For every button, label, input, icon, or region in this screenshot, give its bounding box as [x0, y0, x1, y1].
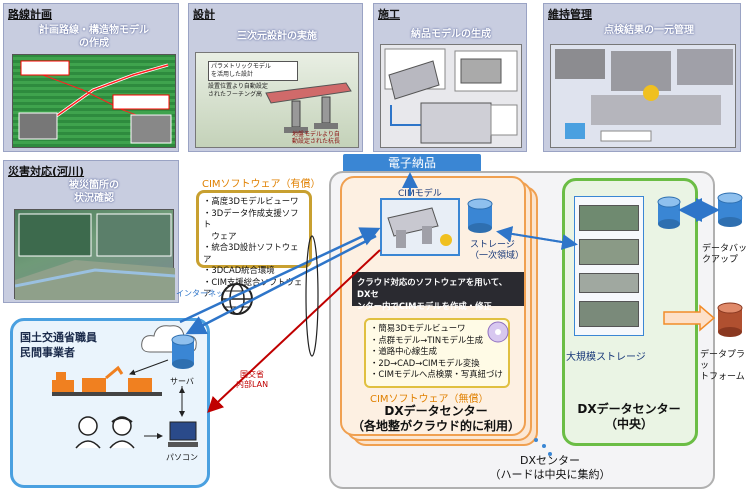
pc-icon: [168, 421, 198, 447]
free-software-list: ・簡易3Dモデルビューワ ・点群モデル→TINモデル生成 ・道路中心線生成 ・2…: [370, 323, 504, 381]
central-storage-icon: [657, 196, 681, 229]
disaster-figure: [14, 209, 175, 300]
software-disc-icon: [487, 321, 509, 343]
cim-model-figure: [380, 198, 460, 256]
free-software-item: ・CIMモデルへ点検票・写真紐づけ: [370, 369, 503, 379]
platform-storage-icon: [717, 302, 743, 337]
cim-model-label: CIMモデル: [398, 189, 442, 199]
server-label: サーバ: [170, 377, 194, 386]
electronic-delivery-button[interactable]: 電子納品: [343, 154, 481, 172]
paid-software-box: ・高度3Dモデルビューワ ・3Dデータ作成支援ソフト ウェア ・統合3D設計ソフ…: [196, 190, 312, 298]
cloud-software-note: クラウド対応のソフトウェアを用いて、DXセンター内でCIMモデルを作成・修正: [352, 272, 524, 311]
panel-subtitle: 被災箇所の状況確認: [69, 180, 119, 204]
panel-title: 災害対応(河川): [8, 165, 85, 178]
panel-title: 施工: [378, 8, 400, 21]
paid-software-item: ウェア: [203, 230, 237, 241]
storage-primary-label: ストレージ（一次領域）: [470, 240, 525, 261]
free-software-item: ・2D→CAD→CIMモデル変換: [370, 357, 480, 368]
free-software-item: ・簡易3Dモデルビューワ: [370, 323, 466, 333]
large-storage-rack: [574, 196, 644, 336]
panel-title: 路線計画: [8, 8, 52, 21]
free-software-title: CIMソフトウェア（無償）: [370, 394, 489, 405]
paid-software-title: CIMソフトウェア（有償）: [202, 179, 321, 190]
regional-dx-center-label: DXデータセンター（各地整がクラウド的に利用）: [351, 404, 520, 433]
panel-title: 設計: [193, 8, 215, 21]
design-note-parametric: パラメトリックモデルを活用した設計: [208, 61, 298, 81]
panel-subtitle: 計画路線・構造物モデルの作成: [39, 25, 149, 49]
design-note-footing: 設置位置より自動設定されたフーチング高: [208, 83, 268, 98]
storage-primary-icon: [467, 198, 493, 233]
paid-software-item: ・統合3D設計ソフトウェア: [203, 242, 299, 264]
panel-disaster: 災害対応(河川) 被災箇所の状況確認: [3, 160, 179, 303]
rack-screen: [579, 205, 639, 231]
backup-storage-icon: [717, 192, 743, 227]
users-label: 国土交通省職員民間事業者: [20, 331, 97, 359]
pc-label: パソコン: [166, 453, 198, 462]
central-dx-center-label: DXデータセンター（中央）: [577, 402, 681, 431]
rack-screen: [579, 301, 639, 327]
maintenance-figure: [550, 44, 736, 148]
lan-label: 国交省内部LAN: [236, 370, 269, 389]
dx-center-label: DXセンター（ハードは中央に集約）: [489, 454, 611, 481]
panel-subtitle: 点検結果の一元管理: [604, 25, 694, 36]
free-software-item: ・点群モデル→TINモデル生成: [370, 334, 483, 345]
paid-software-item: ・3Dデータ作成支援ソフト: [203, 207, 299, 230]
panel-construction: 施工 納品モデルの生成: [373, 3, 527, 152]
panel-maintenance: 維持管理 点検結果の一元管理: [543, 3, 741, 152]
panel-subtitle: 三次元設計の実施: [237, 31, 317, 42]
paid-software-list: ・高度3Dモデルビューワ ・3Dデータ作成支援ソフト ウェア ・統合3D設計ソフ…: [203, 196, 305, 300]
route-map-figure: [12, 54, 176, 148]
free-software-item: ・道路中心線生成: [370, 346, 437, 356]
design-model-figure: パラメトリックモデルを活用した設計 設置位置より自動設定されたフーチング高 地盤…: [195, 52, 359, 148]
backup-label: データバックアップ: [702, 244, 748, 265]
panel-title: 維持管理: [548, 8, 592, 21]
paid-software-item: ・高度3Dモデルビューワ: [203, 196, 299, 206]
workers-icon: [75, 416, 135, 449]
large-storage-label: 大規模ストレージ: [566, 352, 646, 363]
construction-model-figure: [380, 44, 522, 148]
rack-screen: [579, 239, 639, 265]
server-icon: [171, 334, 195, 369]
panel-route-planning: 路線計画 計画路線・構造物モデルの作成: [3, 3, 179, 152]
panel-design: 設計 三次元設計の実施 パラメトリックモデルを活用した設計 設置位置より自動設定…: [188, 3, 363, 152]
construction-machines-icon: [52, 365, 162, 396]
free-software-box: ・簡易3Dモデルビューワ ・点群モデル→TINモデル生成 ・道路中心線生成 ・2…: [364, 318, 510, 388]
design-note-pile: 地盤モデルより自動設定された杭長: [292, 131, 341, 145]
platform-label: データプラットフォーム: [700, 350, 746, 382]
globe-icon: [221, 283, 253, 315]
panel-subtitle: 納品モデルの生成: [411, 29, 491, 40]
rack-screen: [579, 273, 639, 293]
paid-software-item: ・3DCAD統合環境: [203, 265, 275, 275]
